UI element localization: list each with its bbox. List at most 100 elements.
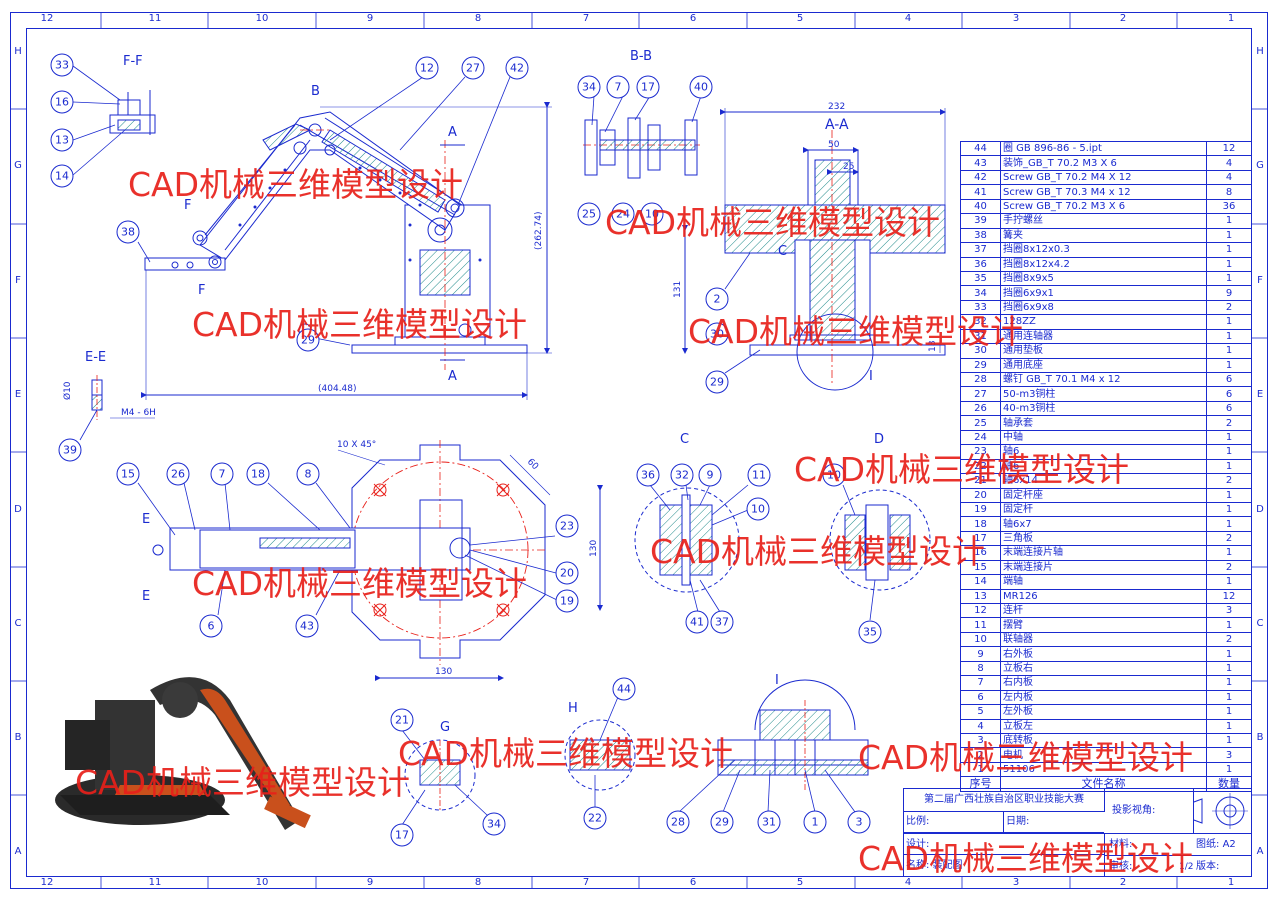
bom-qty: 9 xyxy=(1206,285,1252,301)
balloon-number: 36 xyxy=(641,469,655,482)
bom-qty: 1 xyxy=(1206,270,1252,287)
view-aa xyxy=(682,108,946,391)
balloon: 41 xyxy=(685,610,709,634)
bom-name: 挡圈6x9x1 xyxy=(1000,285,1207,301)
bom-qty: 1 xyxy=(1206,761,1252,778)
balloon-number: 17 xyxy=(641,81,655,94)
view-ff xyxy=(109,90,156,135)
bom-item-no: 40 xyxy=(960,198,1001,215)
bom-qty: 6 xyxy=(1206,371,1252,388)
bom-name: 联轴器 xyxy=(1000,631,1207,648)
bom-qty: 4 xyxy=(1206,155,1252,171)
balloon-number: 19 xyxy=(560,595,574,608)
label-detail-i: I xyxy=(775,673,779,688)
front-view-arm xyxy=(141,102,552,400)
bom-name: 挡圈6x9x8 xyxy=(1000,299,1207,316)
bom-item-no: 27 xyxy=(960,386,1001,402)
bom-name: 立板右 xyxy=(1000,660,1207,677)
balloon-number: 29 xyxy=(301,334,315,347)
bom-name: 电机 xyxy=(1000,747,1207,763)
bom-item-no: 25 xyxy=(960,415,1001,431)
dim-18: 18 xyxy=(928,340,938,352)
bom-name: 连杆 xyxy=(1000,602,1207,619)
bom-item-no: 37 xyxy=(960,242,1001,258)
zone-ticks xyxy=(10,12,1268,889)
zone-label-row: G xyxy=(14,160,22,171)
balloon: 15 xyxy=(116,462,140,486)
balloon-number: 2 xyxy=(714,293,721,306)
balloon-number: 27 xyxy=(466,62,480,75)
zone-label-col: 9 xyxy=(366,877,374,888)
balloon-number: 13 xyxy=(55,134,69,147)
label-view-aa: A-A xyxy=(825,117,849,133)
contest-name: 第二届广西壮族自治区职业技能大赛 xyxy=(904,789,1105,812)
dim-50: 50 xyxy=(828,140,840,150)
balloon: 28 xyxy=(666,810,690,834)
bom-qty: 1 xyxy=(1206,213,1252,229)
zone-label-row: H xyxy=(14,46,22,57)
label-detail-g: G xyxy=(440,720,451,735)
balloon-number: 38 xyxy=(121,226,135,239)
balloon-number: 18 xyxy=(251,468,265,481)
balloon: 23 xyxy=(555,514,579,538)
bom-name: 挡圈8x12x0.3 xyxy=(1000,242,1207,258)
bom-name: 篝夹 xyxy=(1000,227,1207,244)
detail-d xyxy=(829,489,931,591)
bom-item-no: 43 xyxy=(960,155,1001,171)
balloon: 7 xyxy=(210,462,234,486)
balloon-number: 6 xyxy=(208,620,215,633)
zone-label-col: 3 xyxy=(1012,13,1020,24)
balloon-number: 22 xyxy=(588,812,602,825)
zone-label-col: 2 xyxy=(1119,877,1127,888)
balloon: 13 xyxy=(50,128,74,152)
balloon: 40 xyxy=(689,75,713,99)
bom-qty: 6 xyxy=(1206,400,1252,417)
balloon: 35 xyxy=(858,620,882,644)
dim-m4: M4 - 6H xyxy=(121,408,156,418)
zone-label-col: 7 xyxy=(582,13,590,24)
balloon: 10 xyxy=(822,463,846,487)
bom-qty: 4 xyxy=(1206,169,1252,186)
balloon: 16 xyxy=(50,90,74,114)
balloon-number: 35 xyxy=(863,626,877,639)
zone-label-col: 12 xyxy=(40,13,54,24)
marker-a-bottom: A xyxy=(448,369,457,384)
marker-f-top: F xyxy=(184,198,192,213)
bom-qty: 1 xyxy=(1206,718,1252,734)
zone-label-row: D xyxy=(14,504,22,515)
bom-item-no: 36 xyxy=(960,256,1001,272)
balloon-number: 41 xyxy=(690,616,704,629)
bom-item-no: 26 xyxy=(960,400,1001,417)
bom-name: 轴6x7 xyxy=(1000,516,1207,532)
leader-lines xyxy=(72,65,876,826)
bom-name: MR126 xyxy=(1000,588,1207,605)
detail-c xyxy=(634,487,740,593)
balloon-number: 3 xyxy=(856,816,863,829)
marker-f-bottom: F xyxy=(198,283,206,298)
bom-item-no: 34 xyxy=(960,285,1001,301)
balloon: 14 xyxy=(50,164,74,188)
balloon: 18 xyxy=(246,462,270,486)
zone-label-col: 8 xyxy=(474,877,482,888)
zone-label-col: 8 xyxy=(474,13,482,24)
bom-qty: 1 xyxy=(1206,227,1252,244)
detail-g xyxy=(404,739,476,811)
bom-name: 128ZZ xyxy=(1000,314,1207,330)
zone-label-row: C xyxy=(1256,618,1264,629)
